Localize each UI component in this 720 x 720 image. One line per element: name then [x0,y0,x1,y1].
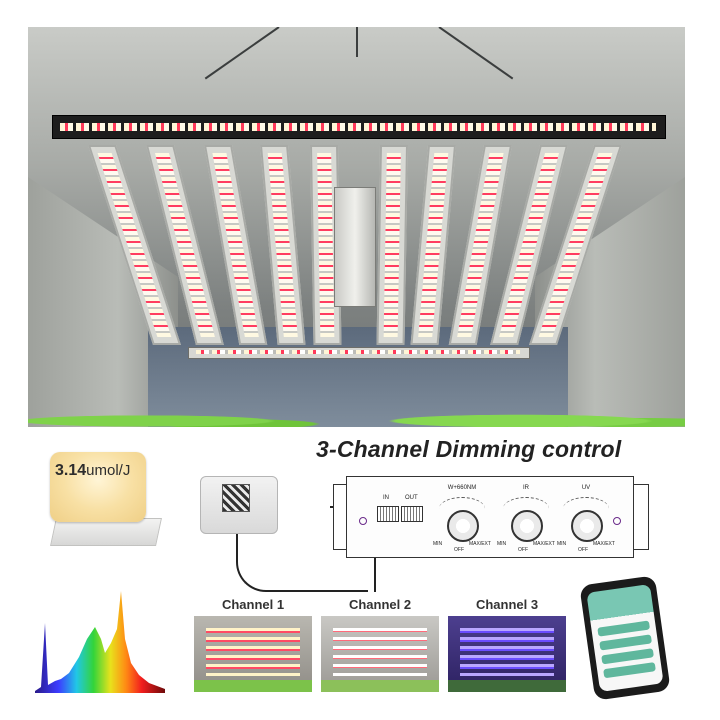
led-chip-icon: 3.14umol/J [45,448,162,552]
app-row [599,634,652,651]
channel-2-label: Channel 2 [348,597,412,612]
channel-3-plants [448,680,566,692]
qr-code-icon [222,484,250,512]
port-label-in: IN [383,495,389,501]
knob-label-uv: UV [581,485,591,491]
chip-body [50,518,162,546]
channel-3-leds [460,628,554,676]
led-bar [376,145,408,345]
knob-label-ir: IR [523,485,529,491]
port-label-out: OUT [405,495,418,501]
light-driver [334,187,376,307]
hanging-rope [356,27,358,57]
knob-label-w660: W+660NM [447,485,477,491]
plants [28,397,685,427]
spectrum-curve [35,591,165,693]
dimmer-knob-w660[interactable] [447,510,479,542]
channel-1-photo [194,616,312,692]
channel-3-photo [448,616,566,692]
knob-scale [439,497,485,520]
panel-mount-right [633,484,649,550]
knob-off-label: OFF [454,547,464,553]
knob-scale [563,497,609,520]
screw-icon [613,517,621,525]
knob-off-label: OFF [578,547,588,553]
efficacy-value: 3.14 [55,462,87,479]
spectrum-graph-icon [35,591,165,693]
app-row [601,648,654,665]
led-bar [260,145,306,345]
knob-max-label: MAX/EXT [593,541,615,547]
chip-phosphor [50,452,146,522]
channel-2-plants [321,680,439,692]
efficacy-unit: umol/J [86,462,131,479]
rj45-port-in [377,506,399,522]
hanging-rope [204,27,280,80]
channel-1-leds [206,628,300,676]
efficacy-label: 3.14umol/J [55,462,130,480]
channel-2-leds [333,628,427,676]
rj45-port-out [401,506,423,522]
hanging-rope [438,27,514,80]
knob-max-label: MAX/EXT [469,541,491,547]
knob-max-label: MAX/EXT [533,541,555,547]
app-row [603,662,656,679]
knob-off-label: OFF [518,547,528,553]
knob-scale [503,497,549,520]
channel-3-label: Channel 3 [475,597,539,612]
smartphone-app-icon [579,575,675,701]
phone-body [579,575,671,701]
knob-min-label: MIN [497,541,507,547]
screw-icon [359,517,367,525]
frame-led-row [60,123,656,131]
channel-1-label: Channel 1 [221,597,285,612]
channel-2-photo [321,616,439,692]
controller-dongle-icon [200,476,278,534]
dimmer-knob-ir[interactable] [511,510,543,542]
app-row [597,620,651,637]
led-bar [410,145,456,345]
cable [236,530,368,592]
grow-light-photo [28,27,685,427]
phone-screen [586,584,664,692]
channel-1-plants [194,680,312,692]
control-panel-icon: IN OUT W+660NM MIN MAX/EXT OFF IR MIN MA… [346,476,634,558]
dimmer-knob-uv[interactable] [571,510,603,542]
frame-led-row [196,350,520,354]
knob-min-label: MIN [557,541,567,547]
knob-min-label: MIN [433,541,443,547]
headline: 3-Channel Dimming control [316,436,622,462]
